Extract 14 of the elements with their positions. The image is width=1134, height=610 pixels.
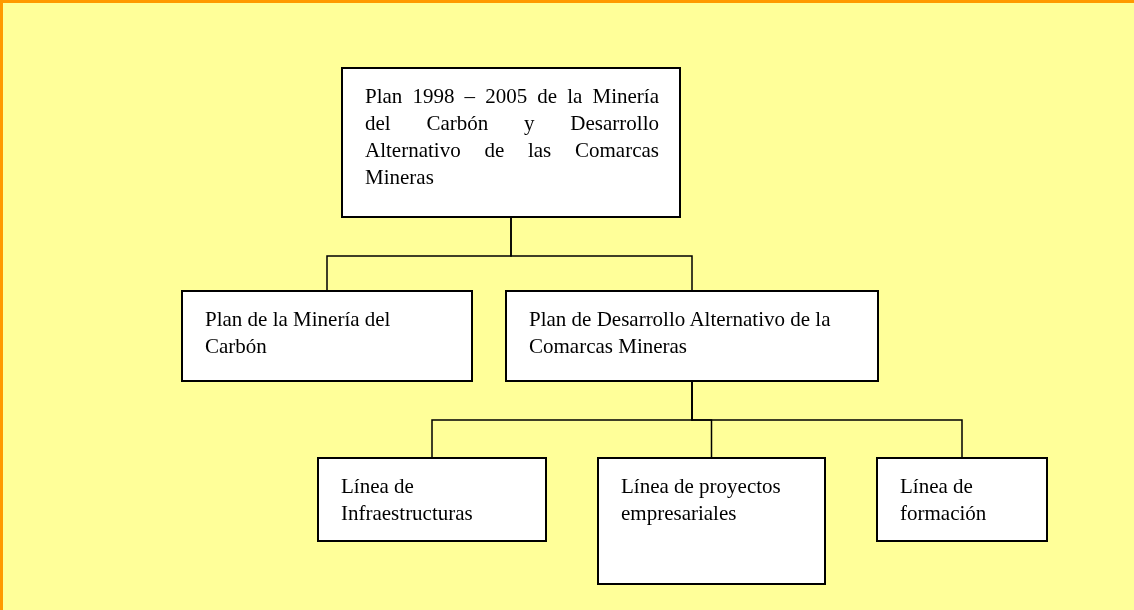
org-box: [341, 67, 681, 218]
org-box: [505, 290, 879, 382]
connector-line: [510, 217, 693, 291]
org-box: [181, 290, 473, 382]
box-label: Plan de la Minería del Carbón: [205, 306, 392, 360]
org-box: [317, 457, 547, 542]
box-label: Línea de formación: [900, 473, 988, 527]
box-label: Plan 1998 – 2005 de la Minería del Carbón y Desarrollo Alternativo de las Comarcas Mineras: [365, 83, 659, 191]
box-label: Línea de proyectos empresariales: [621, 473, 782, 527]
box-label: Línea de Infraestructuras: [341, 473, 474, 527]
org-box: [597, 457, 826, 585]
box-label: Plan de Desarrollo Alternativo de la Comarcas Mineras: [529, 306, 832, 360]
connector-line: [691, 381, 963, 458]
org-box: [876, 457, 1048, 542]
